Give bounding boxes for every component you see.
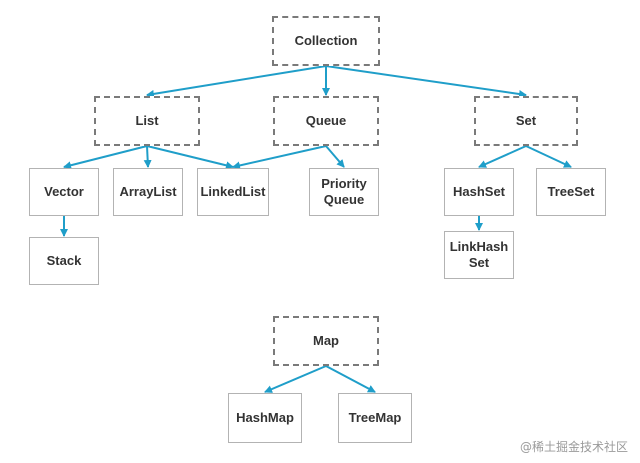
priority-queue-node: Priority Queue xyxy=(309,168,379,216)
edge-list-to-linkedlist xyxy=(146,145,234,170)
linkedlist-node: LinkedList xyxy=(197,168,269,216)
edge-list-to-arraylist xyxy=(143,145,152,168)
edge-map-to-hashmap xyxy=(264,365,327,393)
stack-node: Stack xyxy=(29,237,99,285)
list-node: List xyxy=(94,96,200,146)
edge-collection-to-set xyxy=(325,65,527,98)
edge-collection-to-list xyxy=(146,65,327,98)
arraylist-node: ArrayList xyxy=(113,168,183,216)
edge-list-to-vector xyxy=(63,145,148,170)
edge-queue-to-linkedlist xyxy=(232,145,327,170)
watermark-text: @稀土掘金技术社区 xyxy=(519,440,628,454)
edge-set-to-treeset xyxy=(525,145,572,168)
edge-queue-to-priorityqueue xyxy=(325,145,345,168)
treeset-node: TreeSet xyxy=(536,168,606,216)
hashset-node: HashSet xyxy=(444,168,514,216)
treemap-node: TreeMap xyxy=(338,393,412,443)
queue-node: Queue xyxy=(273,96,379,146)
hashmap-node: HashMap xyxy=(228,393,302,443)
set-node: Set xyxy=(474,96,578,146)
collection-node: Collection xyxy=(272,16,380,66)
edge-map-to-treemap xyxy=(325,365,376,393)
linkedhashset-node: LinkHash Set xyxy=(444,231,514,279)
vector-node: Vector xyxy=(29,168,99,216)
edge-set-to-hashset xyxy=(478,145,527,168)
map-node: Map xyxy=(273,316,379,366)
